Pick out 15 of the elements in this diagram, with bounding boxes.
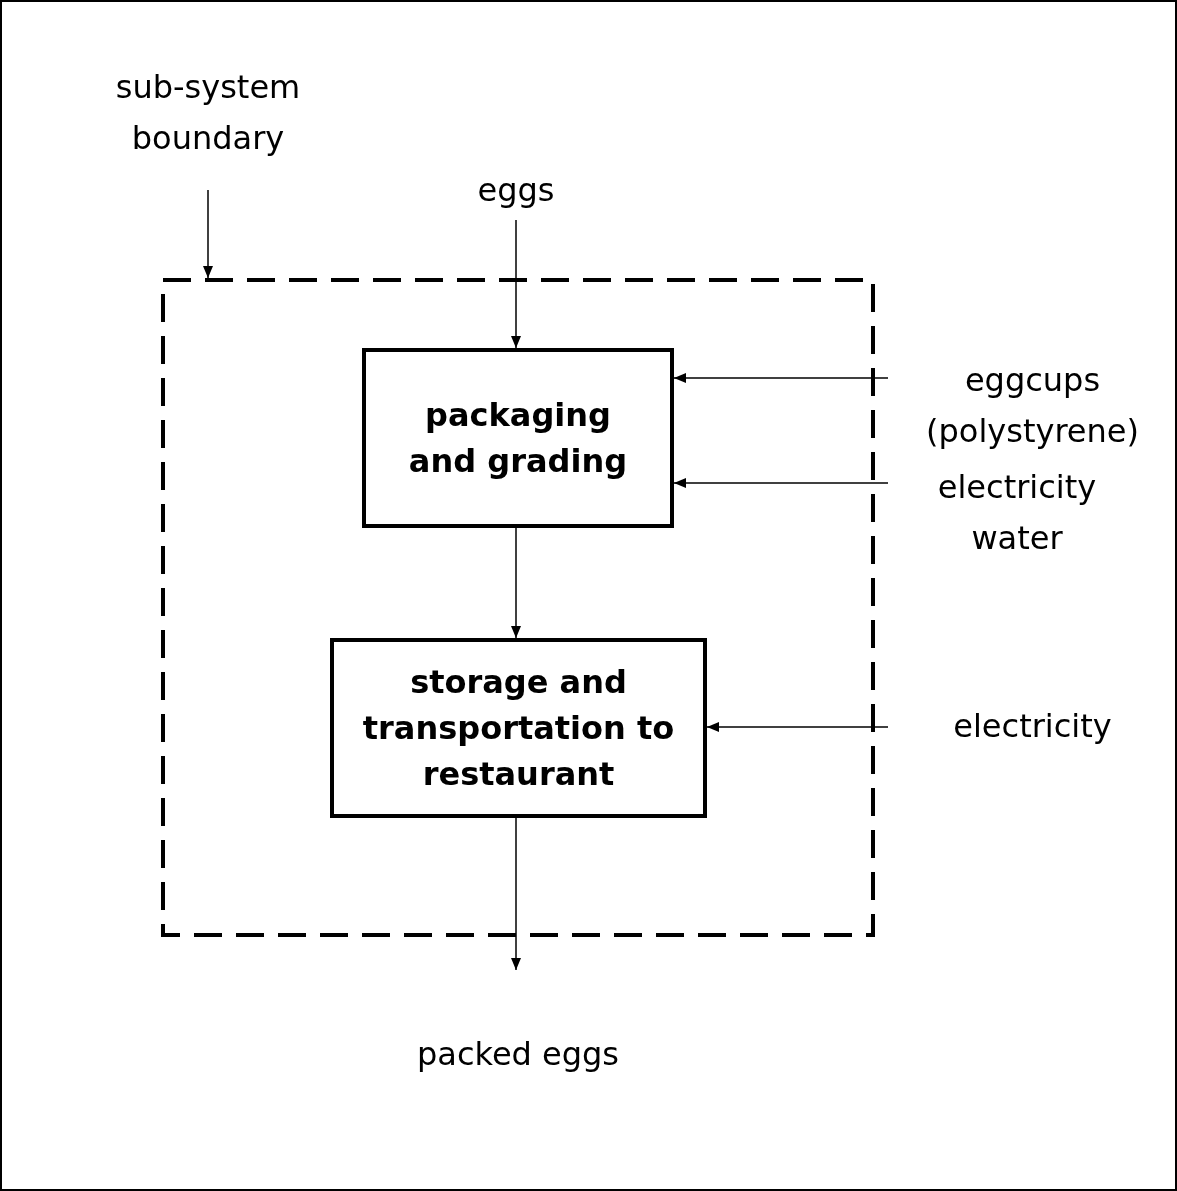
arrow xyxy=(673,478,889,488)
input-label: eggs xyxy=(477,169,555,211)
arrow xyxy=(511,219,521,349)
process-box: storage and transportation to restaurant xyxy=(330,638,707,818)
input-label: electricity xyxy=(953,705,1112,747)
arrow xyxy=(673,373,889,383)
process-box: packaging and grading xyxy=(362,348,674,528)
arrow xyxy=(706,722,889,732)
arrow xyxy=(511,527,521,639)
output-label: packed eggs xyxy=(416,1033,620,1075)
arrow xyxy=(203,189,213,279)
input-label: eggcups (polystyrene) xyxy=(925,360,1140,452)
input-label: electricity water xyxy=(936,467,1098,559)
boundary-label: sub-system boundary xyxy=(114,67,302,159)
arrow xyxy=(511,817,521,971)
